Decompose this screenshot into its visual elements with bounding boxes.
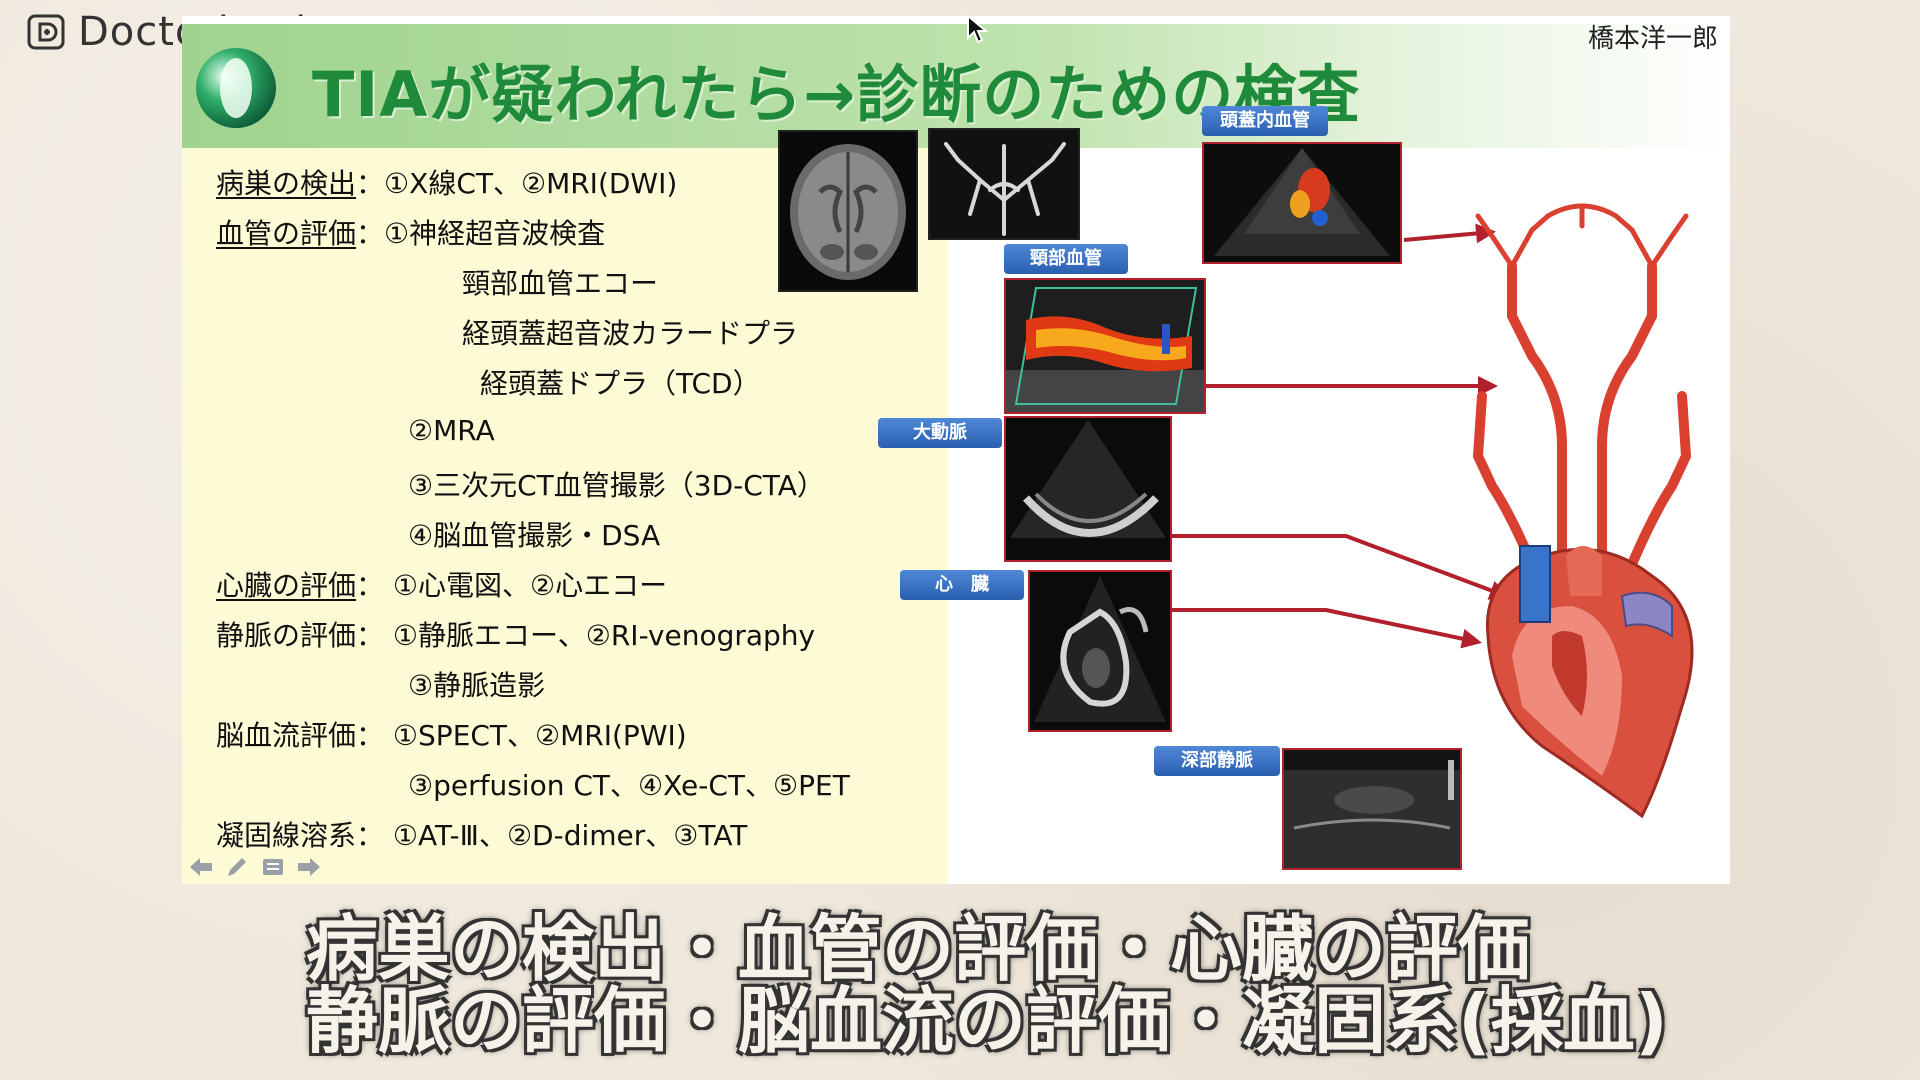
mouse-cursor-icon — [967, 14, 988, 44]
slide-nav-toolbar — [186, 852, 324, 882]
list-line-3dcta: ③三次元CT血管撮影（3D-CTA） — [408, 469, 825, 502]
title-bar: TIAが疑われたら→診断のための検査 — [182, 24, 1730, 148]
list-line-tccfi: 経頭蓋超音波カラードプラ — [462, 317, 799, 350]
slide-title: TIAが疑われたら→診断のための検査 — [312, 58, 1361, 131]
cervical-doppler-image — [1004, 278, 1206, 414]
list-line-perfusion: 脳血流評価： ①SPECT、②MRI(PWI) — [216, 719, 687, 752]
sphere-logo-icon — [196, 48, 276, 128]
list-line-tcd: 経頭蓋ドプラ（TCD） — [480, 367, 761, 400]
list-line-dsa: ④脳血管撮影・DSA — [408, 519, 661, 552]
aorta-echo-image — [1004, 416, 1172, 562]
list-line-venography: ③静脈造影 — [408, 669, 546, 702]
tag-heart: 心 臓 — [900, 570, 1024, 600]
deep-vein-echo-image — [1282, 748, 1462, 870]
mra-image — [928, 128, 1080, 240]
doctorbook-logo-icon — [27, 14, 65, 50]
list-line-cardiac: 心臓の評価： ①心電図、②心エコー — [216, 569, 668, 602]
tag-cervical: 頸部血管 — [1004, 244, 1128, 274]
caption-line-2: 静脈の評価・脳血流の評価・凝固系(採血) — [306, 979, 1668, 1063]
list-line-mra: ②MRA — [408, 414, 495, 447]
list-line-venous: 静脈の評価： ①静脈エコー、②RI-venography — [216, 619, 816, 652]
arrow-right-icon[interactable] — [294, 852, 324, 882]
list-line-lesion: 病巣の検出：①X線CT、②MRI(DWI) — [216, 167, 678, 200]
arrow-heart — [1172, 608, 1482, 649]
pen-icon[interactable] — [222, 852, 252, 882]
arrow-aorta — [1172, 534, 1510, 600]
brain-mri-image — [778, 130, 918, 292]
tag-deep-vein: 深部静脈 — [1154, 746, 1280, 776]
arrow-intracranial — [1403, 223, 1496, 244]
author-name: 橋本洋一郎 — [1587, 24, 1718, 54]
menu-icon[interactable] — [258, 852, 288, 882]
heart-echo-image — [1028, 570, 1172, 732]
arrow-left-icon[interactable] — [186, 852, 216, 882]
tag-aorta: 大動脈 — [878, 418, 1002, 448]
caption-line-1: 病巣の検出・血管の評価・心臓の評価 — [306, 907, 1531, 991]
intracranial-doppler-image — [1202, 142, 1402, 264]
anatomy-illustration — [1172, 203, 1694, 819]
presentation-slide: TIAが疑われたら→診断のための検査 橋本洋一郎 病巣の検出：①X線CT、②MR… — [182, 16, 1730, 884]
list-line-coagulation: 凝固線溶系： ①AT-Ⅲ、②D-dimer、③TAT — [216, 819, 748, 852]
list-line-cervical-echo: 頸部血管エコー — [462, 267, 659, 300]
list-line-perfusion-ct: ③perfusion CT、④Xe-CT、⑤PET — [408, 769, 850, 802]
tag-intracranial: 頭蓋内血管 — [1202, 106, 1328, 136]
list-line-vascular: 血管の評価：①神経超音波検査 — [216, 217, 606, 250]
